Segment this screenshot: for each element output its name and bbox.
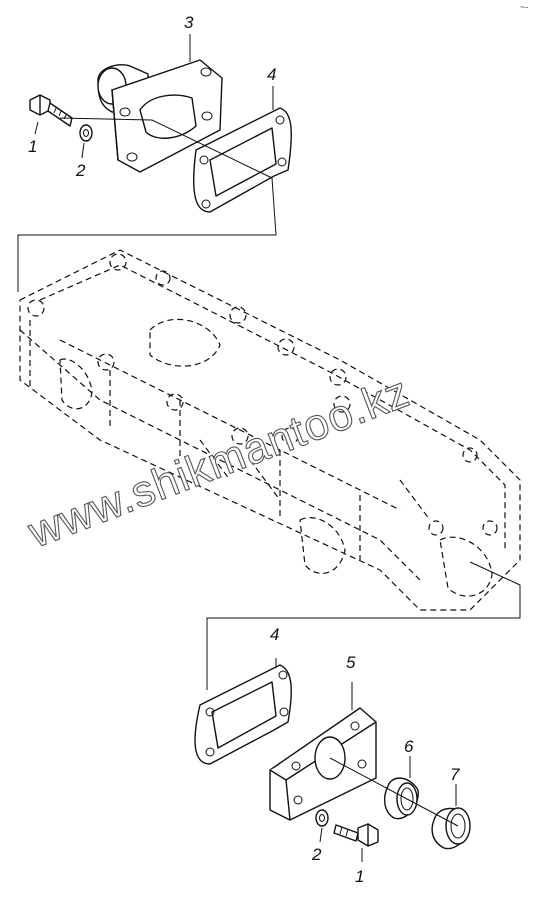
callout-cover-plate: 5 [346,653,356,672]
callout-bottom-gasket: 4 [270,625,279,644]
top-bolt [29,94,73,127]
cylinder-head-block [19,249,521,611]
callout-top-bolt: 1 [28,137,37,156]
cover-plate [269,707,377,821]
leader-lines [34,34,457,862]
flange-pipe [97,59,223,173]
bottom-gasket [194,664,292,765]
bush [383,777,419,820]
bottom-parts-axis [329,757,459,827]
top-axis-line [17,117,277,292]
seal [431,807,471,850]
callout-flange-pipe: 3 [184,13,194,32]
callout-top-washer: 2 [75,161,86,180]
bottom-axis-line [206,561,521,690]
callout-bottom-washer: 2 [311,845,322,864]
top-washer [79,124,93,142]
callout-bottom-bolt: 1 [355,867,364,886]
corner-mark: ~- [520,2,528,12]
callout-seal: 7 [450,765,460,784]
bottom-washer [315,809,329,827]
bottom-bolt [333,823,379,847]
top-gasket [193,107,292,213]
callout-top-gasket: 4 [267,65,276,84]
callout-bush: 6 [404,737,414,756]
